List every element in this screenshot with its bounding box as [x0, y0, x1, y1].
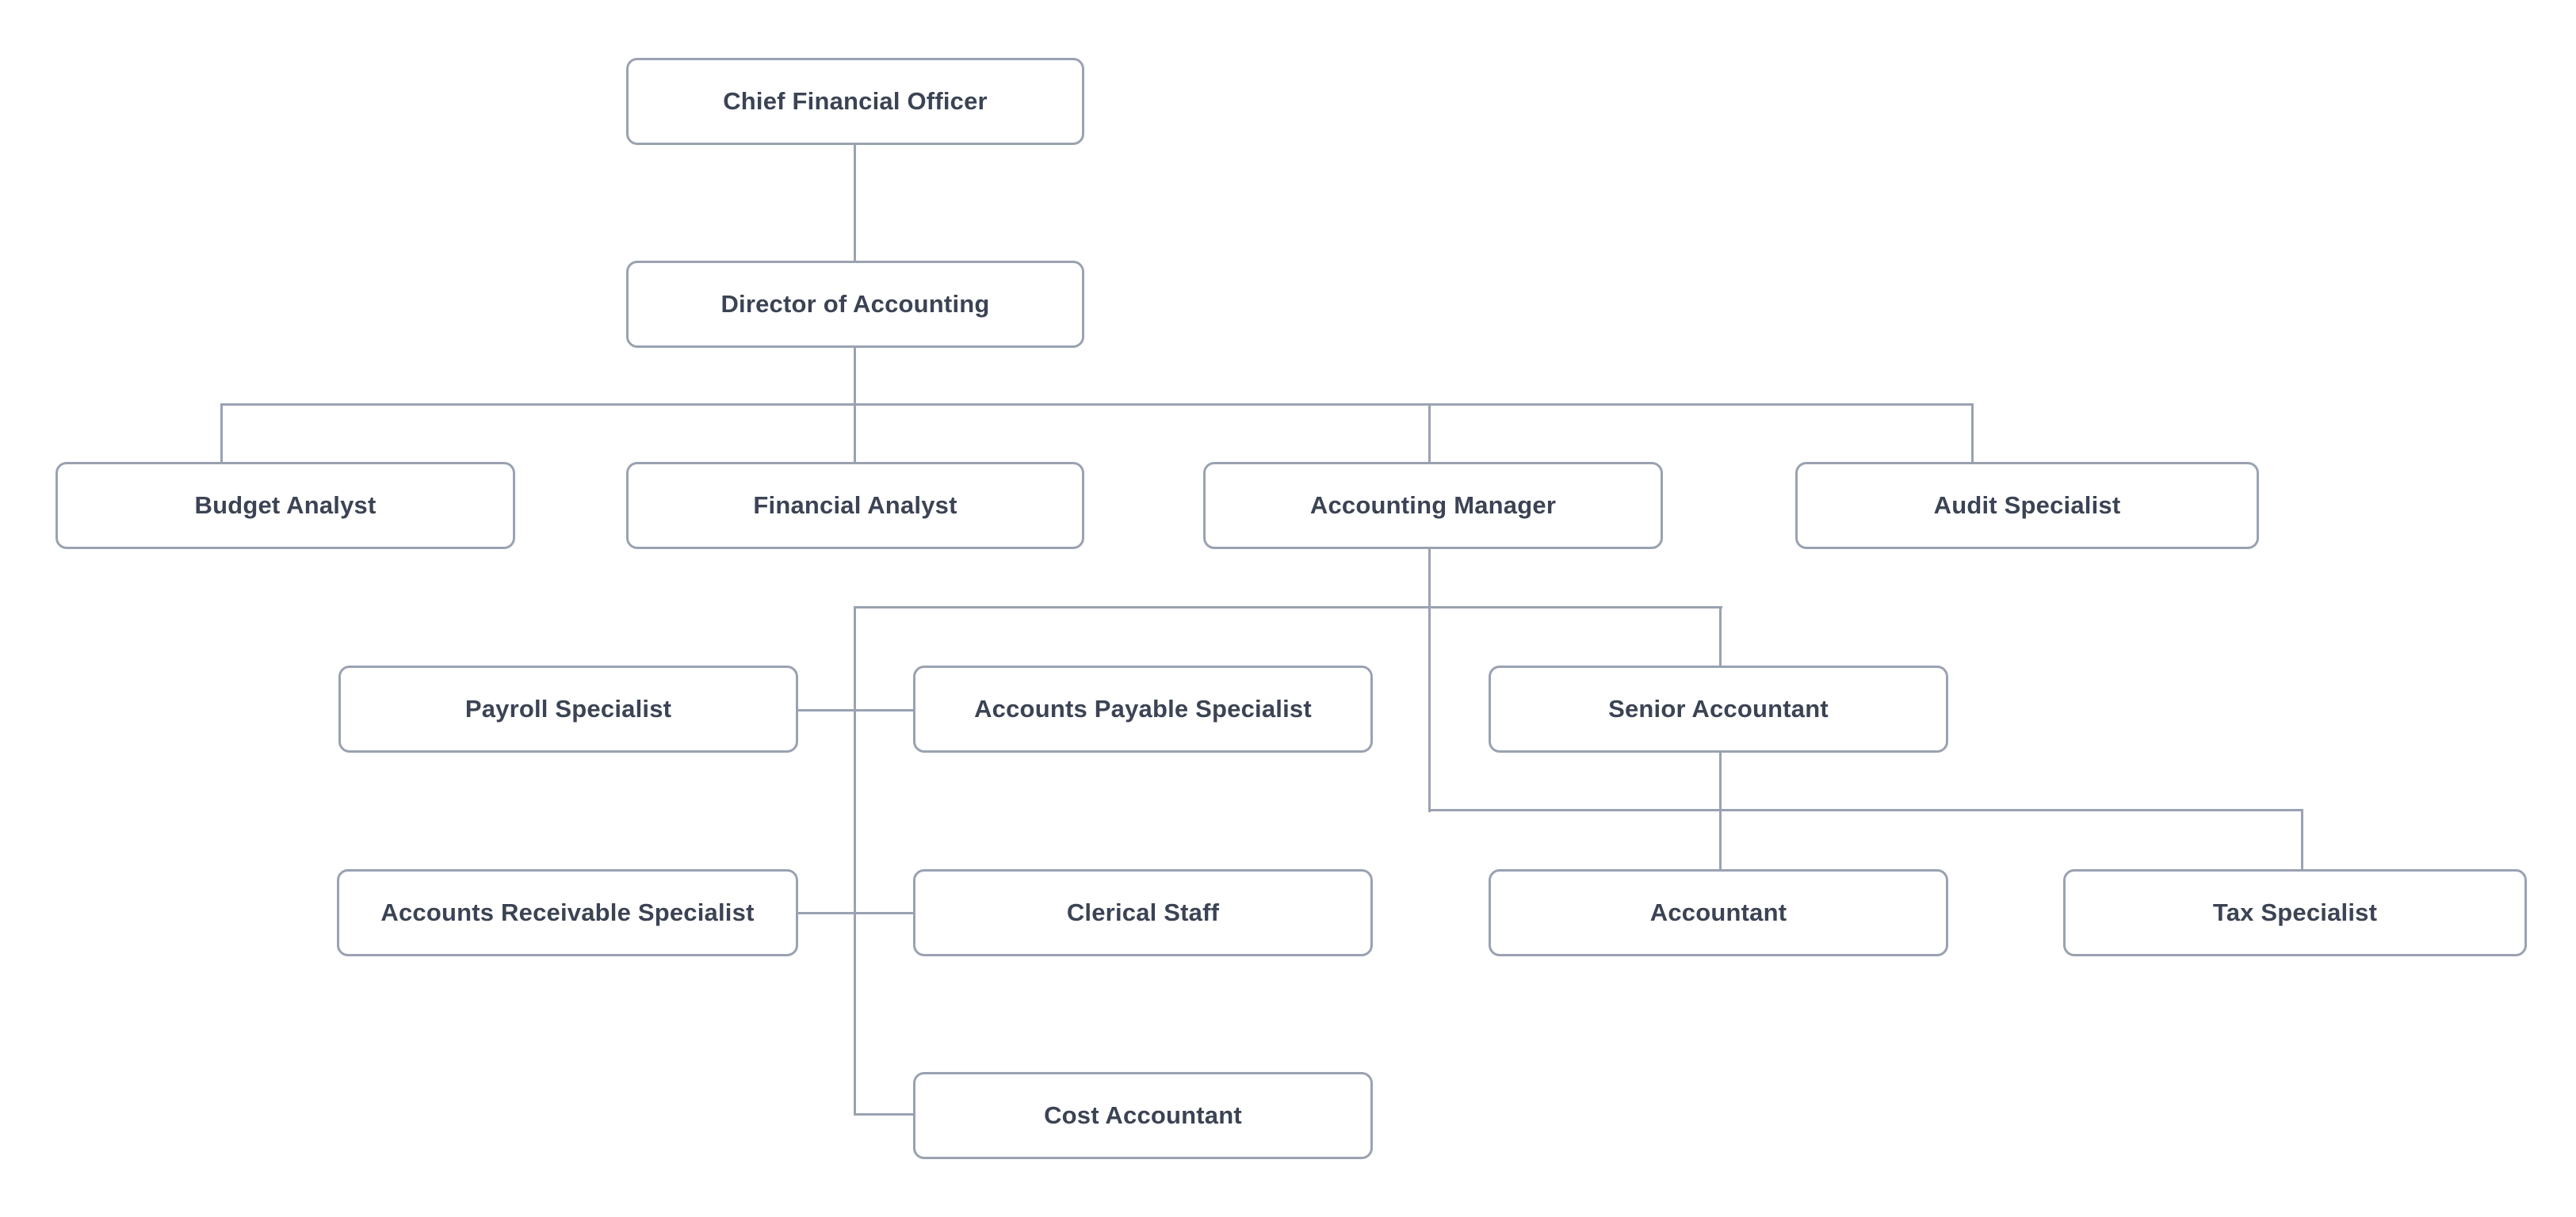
- node-label: Audit Specialist: [1933, 491, 2121, 520]
- node-senior-accountant[interactable]: Senior Accountant: [1489, 666, 1948, 753]
- connector-stub-clerical-staff: [854, 912, 915, 914]
- connector-to-tax-specialist: [2301, 809, 2303, 870]
- node-audit-specialist[interactable]: Audit Specialist: [1795, 462, 2259, 549]
- node-label: Tax Specialist: [2212, 898, 2378, 927]
- node-accounting-manager[interactable]: Accounting Manager: [1203, 462, 1663, 549]
- connector-senior-accountant-bar: [1428, 809, 2303, 811]
- connector-to-audit-specialist: [1971, 403, 1974, 464]
- connector-manager-subtree-bar: [854, 606, 1722, 608]
- connector-to-budget-analyst: [220, 403, 223, 464]
- connector-left-spine: [854, 606, 856, 1114]
- node-label: Payroll Specialist: [464, 695, 672, 723]
- node-accounts-receivable-specialist[interactable]: Accounts Receivable Specialist: [337, 869, 798, 956]
- connector-accounting-manager-stem: [1428, 547, 1431, 812]
- node-budget-analyst[interactable]: Budget Analyst: [55, 462, 515, 549]
- node-label: Accounting Manager: [1309, 491, 1557, 520]
- node-director-of-accounting[interactable]: Director of Accounting: [626, 261, 1084, 348]
- connector-stub-cost-accountant: [854, 1113, 915, 1116]
- node-label: Financial Analyst: [753, 491, 957, 520]
- connector-stub-accounts-receivable-specialist: [798, 912, 856, 914]
- connector-level3-bar: [220, 403, 1974, 406]
- node-accountant[interactable]: Accountant: [1489, 869, 1948, 956]
- node-label: Senior Accountant: [1608, 695, 1829, 723]
- node-financial-analyst[interactable]: Financial Analyst: [626, 462, 1084, 549]
- node-label: Accounts Receivable Specialist: [380, 898, 755, 927]
- node-label: Clerical Staff: [1066, 898, 1220, 927]
- node-payroll-specialist[interactable]: Payroll Specialist: [338, 666, 798, 753]
- node-label: Cost Accountant: [1044, 1101, 1242, 1130]
- connector-to-financial-analyst: [854, 403, 856, 464]
- node-tax-specialist[interactable]: Tax Specialist: [2063, 869, 2527, 956]
- node-label: Budget Analyst: [194, 491, 376, 520]
- connector-stub-payroll-specialist: [798, 709, 856, 712]
- node-clerical-staff[interactable]: Clerical Staff: [913, 869, 1373, 956]
- node-label: Accounts Payable Specialist: [974, 695, 1312, 723]
- connector-stub-accounts-payable-specialist: [854, 709, 915, 712]
- connector-to-accounting-manager: [1428, 403, 1431, 464]
- node-label: Accountant: [1649, 898, 1787, 927]
- node-cost-accountant[interactable]: Cost Accountant: [913, 1072, 1373, 1159]
- node-label: Chief Financial Officer: [723, 87, 988, 116]
- node-accounts-payable-specialist[interactable]: Accounts Payable Specialist: [913, 666, 1373, 753]
- node-label: Director of Accounting: [720, 290, 990, 319]
- node-chief-financial-officer[interactable]: Chief Financial Officer: [626, 58, 1084, 145]
